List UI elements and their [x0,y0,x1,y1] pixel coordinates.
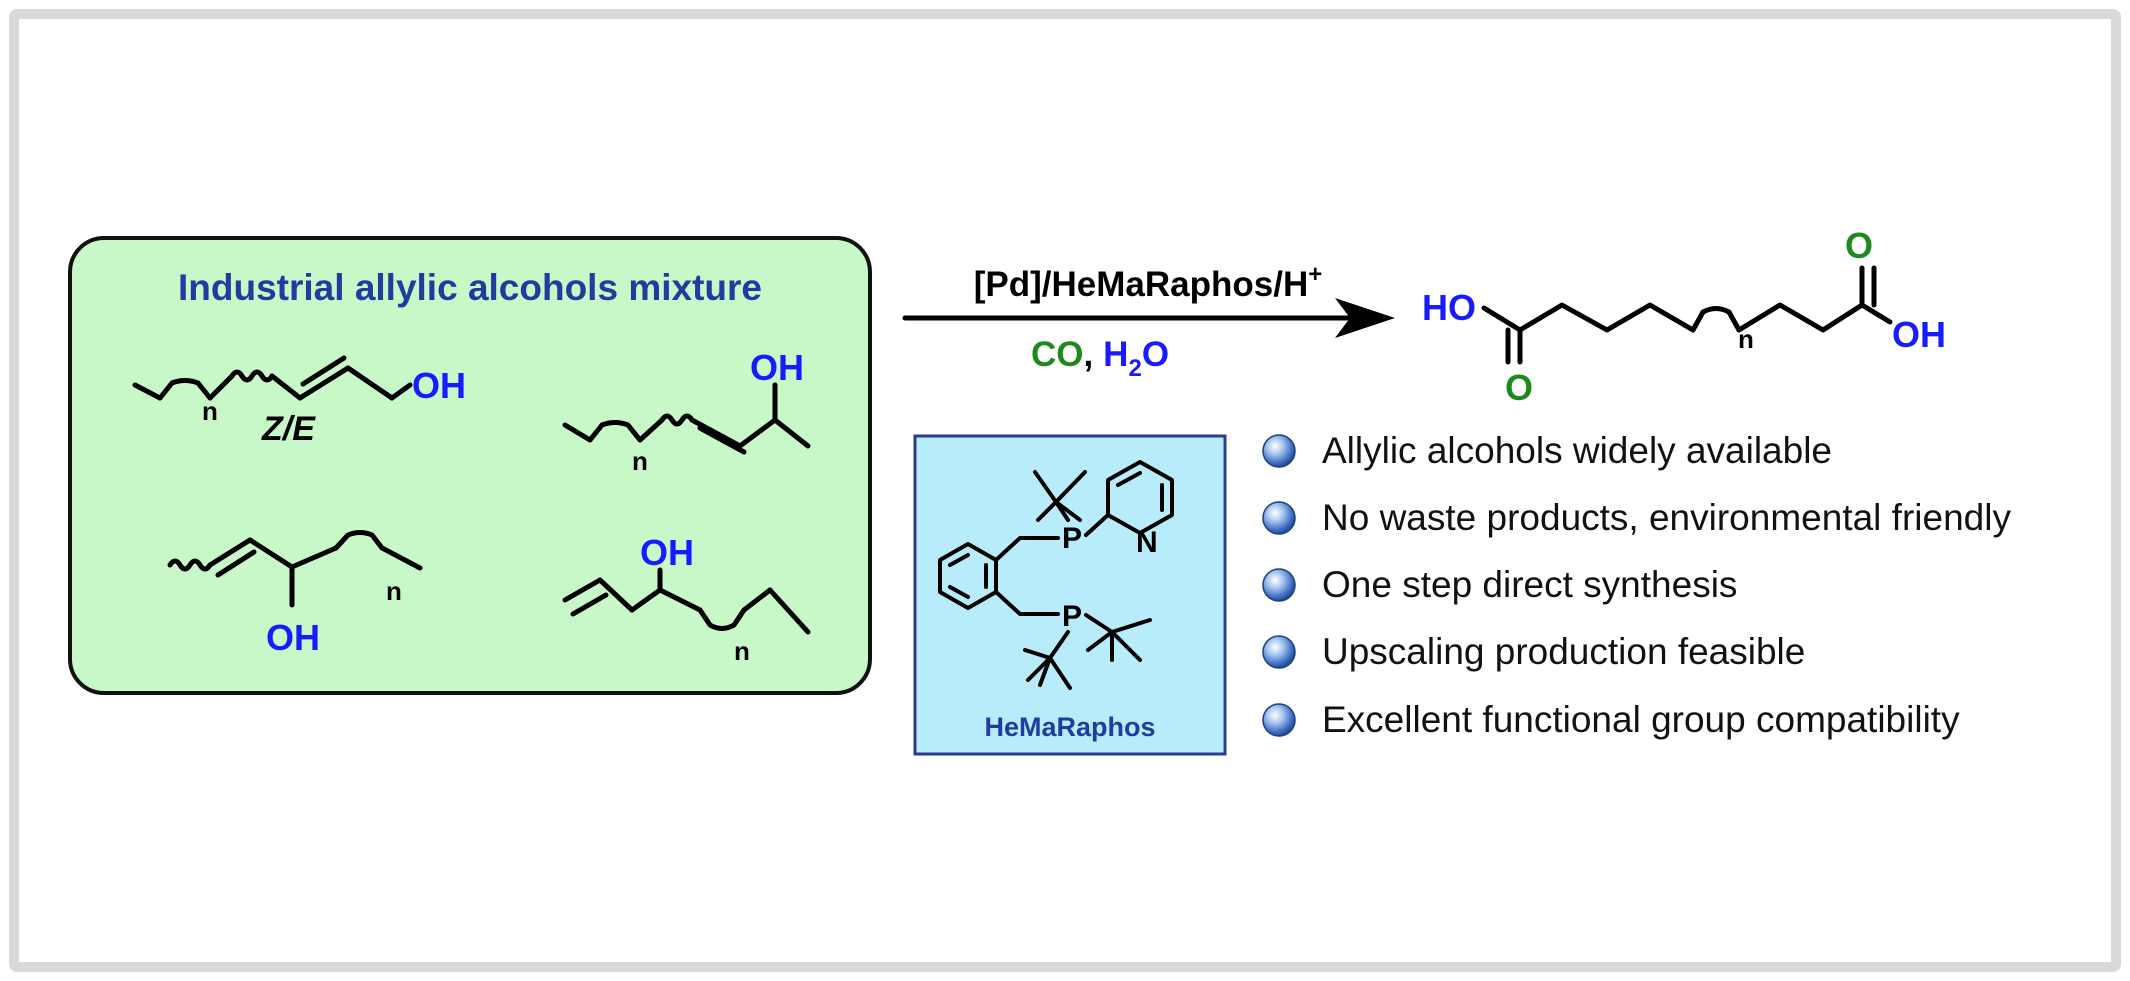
arrow-head [1335,298,1395,338]
bullet-icon [1262,434,1296,468]
product-left-o: O [1505,367,1533,408]
product-n: n [1738,324,1754,354]
bullet-icon [1262,635,1296,669]
product-right-o: O [1845,225,1873,266]
conditions-label: CO,H2O [1031,335,1169,382]
dicarboxylic-acid-product: HO O O OH n [1422,225,1946,408]
feature-item: Allylic alcohols widely available [1262,430,1832,471]
ligand-name: HeMaRaphos [984,712,1155,742]
substrate-1-structure: OH n Z/E [132,355,466,448]
hemaraphos-ligand-panel: P N P HeMaRaphos [913,434,1227,756]
substrate-1-oh: OH [412,365,466,406]
substrate-2-n: n [632,446,648,476]
ligand-p2: P [1062,600,1082,633]
feature-text: Excellent functional group compatibility [1322,699,1960,740]
mixture-title: Industrial allylic alcohols mixture [178,267,762,308]
feature-item: Excellent functional group compatibility [1262,699,1960,740]
feature-text: Upscaling production feasible [1322,631,1805,672]
substrate-4-n: n [734,636,750,666]
substrate-4-oh: OH [640,532,694,573]
feature-text: One step direct synthesis [1322,564,1737,605]
substrate-1-n: n [202,396,218,426]
allylic-alcohols-mixture-panel: Industrial allylic alcohols mixture OH n… [68,236,872,695]
feature-text: No waste products, environmental friendl… [1322,497,2011,538]
substrate-2-oh: OH [750,347,804,388]
mixture-box [68,236,872,695]
substrate-3-structure: OH n [167,530,423,658]
substrate-3-n: n [386,576,402,606]
substrate-3-oh: OH [266,617,320,658]
features-list: Allylic alcohols widely available No was… [1262,430,2011,740]
feature-item: No waste products, environmental friendl… [1262,497,2011,538]
product-right-oh: OH [1892,314,1946,355]
feature-text: Allylic alcohols widely available [1322,430,1832,471]
catalyst-label: [Pd]/HeMaRaphos/H+ [974,261,1322,304]
feature-item: Upscaling production feasible [1262,631,1805,672]
bullet-icon [1262,568,1296,602]
bullet-icon [1262,501,1296,535]
substrate-1-isomer: Z/E [261,410,316,448]
reaction-arrow: [Pd]/HeMaRaphos/H+ CO,H2O [902,261,1395,382]
substrate-4-structure: OH n [562,532,811,666]
ligand-n-atom: N [1136,526,1158,559]
product-left-ho: HO [1422,287,1476,328]
substrate-2-structure: OH n [562,347,811,476]
ligand-p1: P [1062,522,1082,555]
bullet-icon [1262,703,1296,737]
feature-item: One step direct synthesis [1262,564,1737,605]
